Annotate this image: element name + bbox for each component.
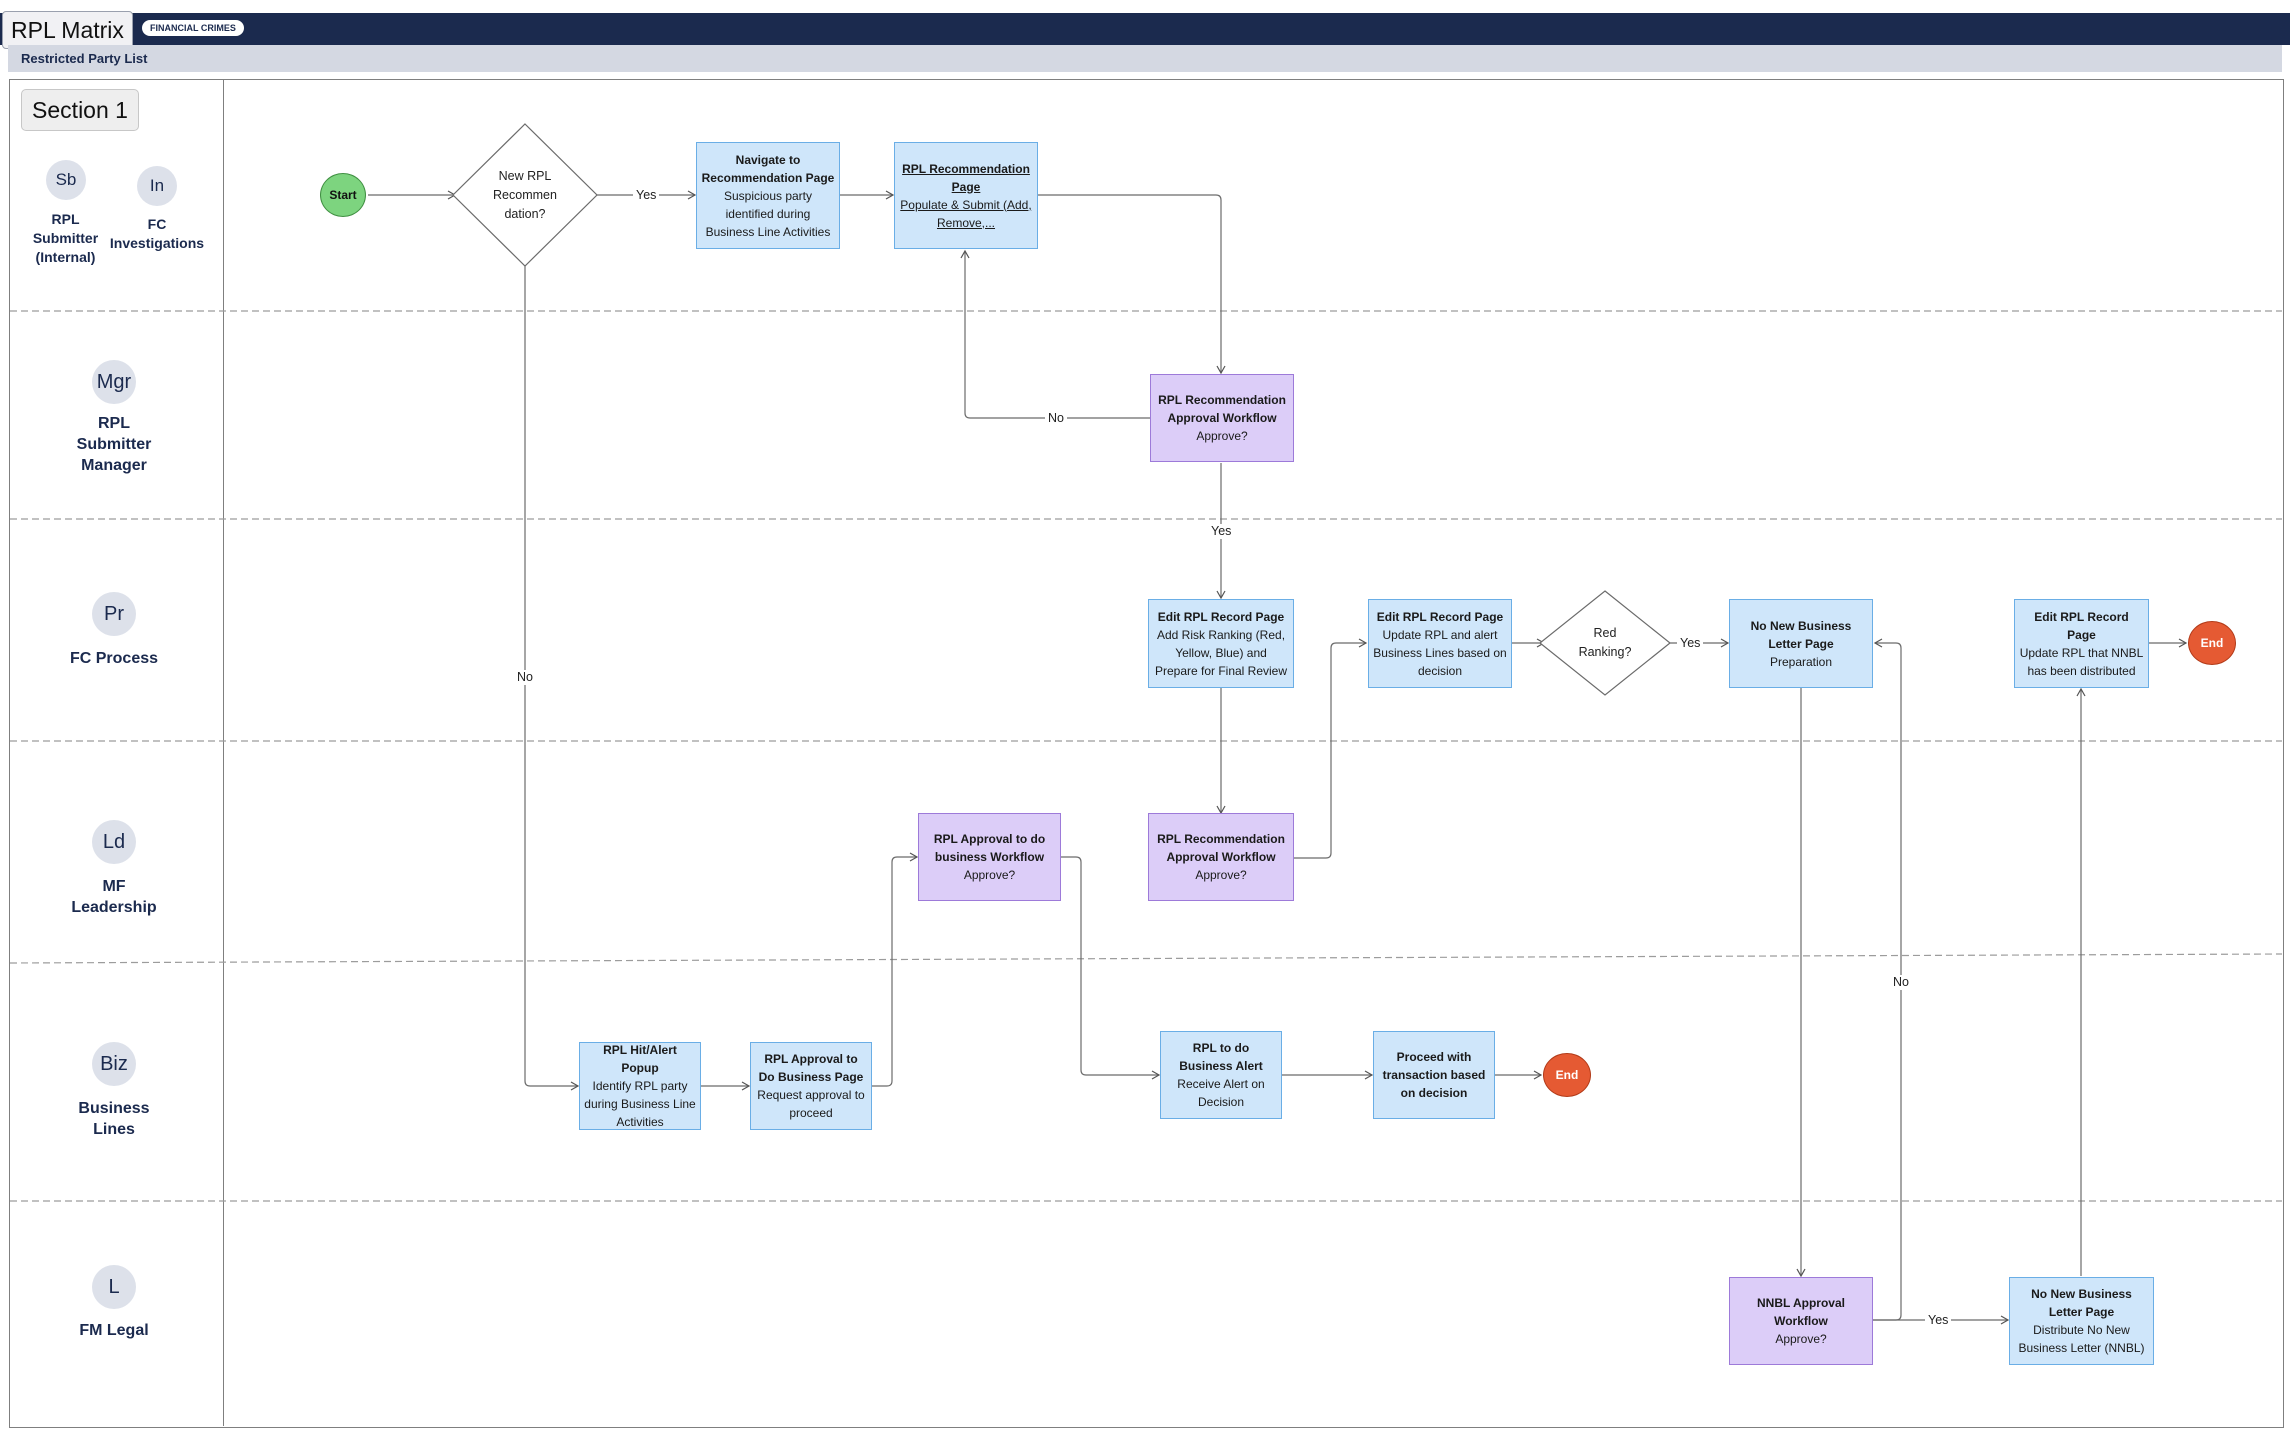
edge-label-yes: Yes xyxy=(1677,636,1704,651)
node-edit-rpl-nnbl[interactable]: Edit RPL Record Page Update RPL that NNB… xyxy=(2014,599,2149,688)
node-body: Approve? xyxy=(1195,868,1247,882)
avatar-fc-process: Pr xyxy=(92,592,136,636)
category-tag: FINANCIAL CRIMES xyxy=(142,20,244,36)
node-nnbl-distribute[interactable]: No New Business Letter Page Distribute N… xyxy=(2009,1277,2154,1365)
node-title: Edit RPL Record Page xyxy=(1376,609,1504,624)
edge-label-yes: Yes xyxy=(1208,524,1235,539)
lane-label-legal: FM Legal xyxy=(79,1322,149,1339)
header-bar xyxy=(0,13,2290,45)
decision-new-rpl[interactable]: New RPL Recommen dation? xyxy=(493,168,557,221)
node-nnbl-approval[interactable]: NNBL Approval Workflow Approve? xyxy=(1729,1277,1873,1365)
node-hit-alert-popup[interactable]: RPL Hit/Alert Popup Identify RPL party d… xyxy=(579,1042,701,1130)
page-subtitle: Restricted Party List xyxy=(21,51,148,66)
node-nnbl-preparation[interactable]: No New Business Letter Page Preparation xyxy=(1729,599,1873,688)
node-title: RPL Recommendation Approval Workflow xyxy=(1158,393,1286,425)
lane-label-fc-process: FC Process xyxy=(69,650,159,667)
node-title: NNBL Approval Workflow xyxy=(1756,1296,1845,1328)
edge-label-yes: Yes xyxy=(633,188,660,203)
node-title: RPL Recommendation Approval Workflow xyxy=(1157,832,1285,864)
subheader-bar xyxy=(8,45,2282,72)
edge-label-yes: Yes xyxy=(1925,1313,1952,1328)
node-title: Navigate to Recommendation Page xyxy=(701,152,835,185)
node-body: Populate & Submit (Add, Remove,... xyxy=(900,197,1032,230)
edge-label-no: No xyxy=(1045,411,1067,426)
node-body: Update RPL and alert Business Lines base… xyxy=(1373,627,1507,678)
node-title: Edit RPL Record Page xyxy=(1157,609,1285,624)
edge-decision-no xyxy=(524,266,580,1091)
lane-label-leadership: MF Leadership xyxy=(71,878,157,916)
lane-header-divider xyxy=(223,79,224,1426)
lane-separator xyxy=(9,953,2283,964)
node-ld-recommendation-approval[interactable]: RPL Recommendation Approval Workflow App… xyxy=(1148,813,1294,901)
node-title: RPL Recommendation Page xyxy=(902,161,1030,194)
node-body: Approve? xyxy=(1775,1332,1827,1346)
end-node-business[interactable]: End xyxy=(1543,1053,1591,1097)
lane-label-submitter: RPL Submitter (Internal) xyxy=(32,211,99,265)
node-title: Edit RPL Record Page xyxy=(2034,609,2129,642)
node-title: RPL Approval to do business Workflow xyxy=(933,832,1046,864)
node-body: Add Risk Ranking (Red, Yellow, Blue) and… xyxy=(1154,627,1288,678)
edge-rec-page-to-mgr xyxy=(1038,194,1226,375)
node-rpl-recommendation-page[interactable]: RPL Recommendation Page Populate & Submi… xyxy=(894,142,1038,249)
node-body: Receive Alert on Decision xyxy=(1177,1077,1265,1109)
decision-new-rpl-shape xyxy=(452,123,598,267)
node-title: No New Business Letter Page xyxy=(1750,618,1852,651)
node-title: Proceed with transaction based on decisi… xyxy=(1382,1050,1486,1100)
decision-red-ranking-shape xyxy=(1539,590,1671,696)
app-title: RPL Matrix xyxy=(2,11,133,49)
node-body: Identify RPL party during Business Line … xyxy=(584,1079,696,1129)
node-body: Request approval to proceed xyxy=(757,1088,865,1120)
avatar-legal: L xyxy=(92,1265,136,1309)
edge-approval-page-to-ld xyxy=(871,852,919,1087)
avatar-investigations: In xyxy=(137,166,177,206)
edge-label-no: No xyxy=(514,670,536,685)
avatar-manager: Mgr xyxy=(92,360,136,404)
node-body: Distribute No New Business Letter (NNBL) xyxy=(2018,1323,2145,1355)
swimlane-frame xyxy=(9,79,2284,1428)
section-title: Section 1 xyxy=(21,89,139,131)
start-node[interactable]: Start xyxy=(320,173,366,217)
edge-ld-to-edit2 xyxy=(1294,638,1368,859)
node-title: No New Business Letter Page xyxy=(2031,1287,2132,1319)
lane-label-manager: RPL Submitter Manager xyxy=(76,415,152,474)
edge-label-no: No xyxy=(1890,975,1912,990)
node-mgr-approval[interactable]: RPL Recommendation Approval Workflow App… xyxy=(1150,374,1294,462)
node-proceed-transaction[interactable]: Proceed with transaction based on decisi… xyxy=(1373,1031,1495,1119)
edge-ld-to-biz-alert xyxy=(1061,856,1161,1080)
node-title: RPL Hit/Alert Popup xyxy=(603,1043,677,1075)
node-body: Preparation xyxy=(1769,654,1833,669)
lane-label-investigations: FC Investigations xyxy=(109,216,205,251)
end-node-nnbl[interactable]: End xyxy=(2188,621,2236,665)
node-edit-rpl-risk[interactable]: Edit RPL Record Page Add Risk Ranking (R… xyxy=(1148,599,1294,688)
decision-red-ranking[interactable]: Red Ranking? xyxy=(1578,626,1632,659)
node-body: Approve? xyxy=(963,868,1016,882)
lane-label-business-lines: Business Lines xyxy=(78,1100,150,1138)
node-approval-to-do-business-page[interactable]: RPL Approval to Do Business Page Request… xyxy=(750,1042,872,1130)
node-business-alert[interactable]: RPL to do Business Alert Receive Alert o… xyxy=(1160,1031,1282,1119)
edge-mgr-no xyxy=(960,249,1150,419)
avatar-submitter: Sb xyxy=(46,160,86,200)
node-title: RPL to do Business Alert xyxy=(1179,1041,1263,1073)
node-body: Approve? xyxy=(1196,429,1248,443)
node-navigate[interactable]: Navigate to Recommendation Page Suspicio… xyxy=(696,142,840,249)
node-body: Suspicious party identified during Busin… xyxy=(705,188,831,239)
node-body: Update RPL that NNBL has been distribute… xyxy=(2019,645,2144,678)
node-edit-rpl-update[interactable]: Edit RPL Record Page Update RPL and aler… xyxy=(1368,599,1512,688)
avatar-leadership: Ld xyxy=(92,820,136,864)
node-title: RPL Approval to Do Business Page xyxy=(758,1052,864,1084)
node-ld-business-approval[interactable]: RPL Approval to do business Workflow App… xyxy=(918,813,1061,901)
avatar-business-lines: Biz xyxy=(92,1042,136,1086)
